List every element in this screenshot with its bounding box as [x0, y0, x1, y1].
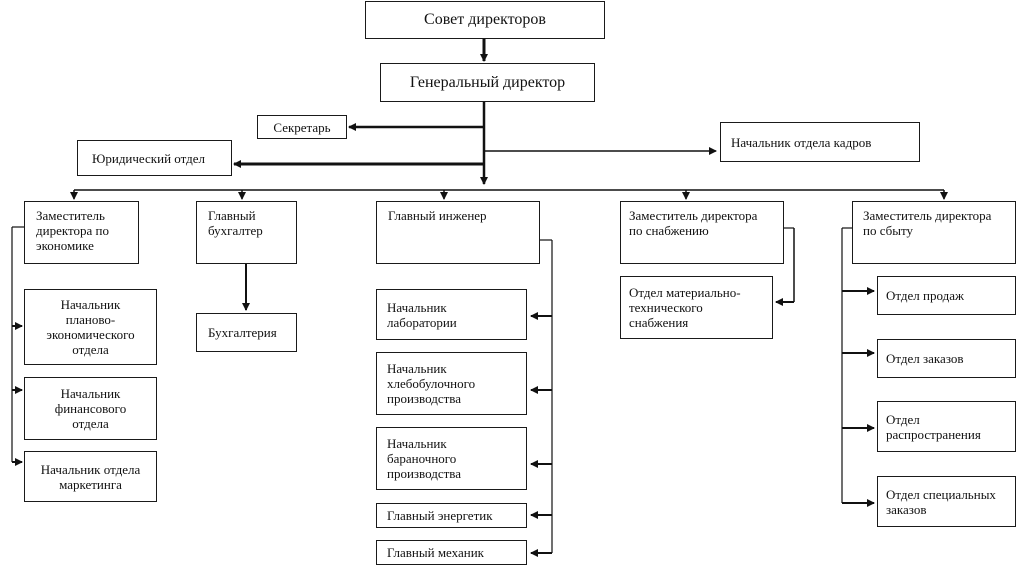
distribution-dept-box: Отдел распространения: [877, 401, 1016, 452]
planning-economics-head-box: Начальник планово- экономического отдела: [24, 289, 157, 365]
accounting-box: Бухгалтерия: [196, 313, 297, 352]
deputy-sales-box: Заместитель директора по сбыту: [852, 201, 1016, 264]
finance-head-box: Начальник финансового отдела: [24, 377, 157, 440]
sales-dept-box: Отдел продаж: [877, 276, 1016, 315]
secretary-box: Секретарь: [257, 115, 347, 139]
deputy-economics-box: Заместитель директора по экономике: [24, 201, 139, 264]
ceo-box: Генеральный директор: [380, 63, 595, 102]
board-box: Совет директоров: [365, 1, 605, 39]
special-orders-dept-box: Отдел специальных заказов: [877, 476, 1016, 527]
hr-box: Начальник отдела кадров: [720, 122, 920, 162]
baranka-production-head-box: Начальник бараночного производства: [376, 427, 527, 490]
deputy-supply-box: Заместитель директора по снабжению: [620, 201, 784, 264]
bakery-production-head-box: Начальник хлебобулочного производства: [376, 352, 527, 415]
chief-accountant-box: Главный бухгалтер: [196, 201, 297, 264]
marketing-head-box: Начальник отдела маркетинга: [24, 451, 157, 502]
logistics-supply-box: Отдел материально- технического снабжени…: [620, 276, 773, 339]
orders-dept-box: Отдел заказов: [877, 339, 1016, 378]
legal-box: Юридический отдел: [77, 140, 232, 176]
chief-engineer-box: Главный инженер: [376, 201, 540, 264]
chief-mechanic-box: Главный механик: [376, 540, 527, 565]
chief-power-engineer-box: Главный энергетик: [376, 503, 527, 528]
laboratory-head-box: Начальник лаборатории: [376, 289, 527, 340]
